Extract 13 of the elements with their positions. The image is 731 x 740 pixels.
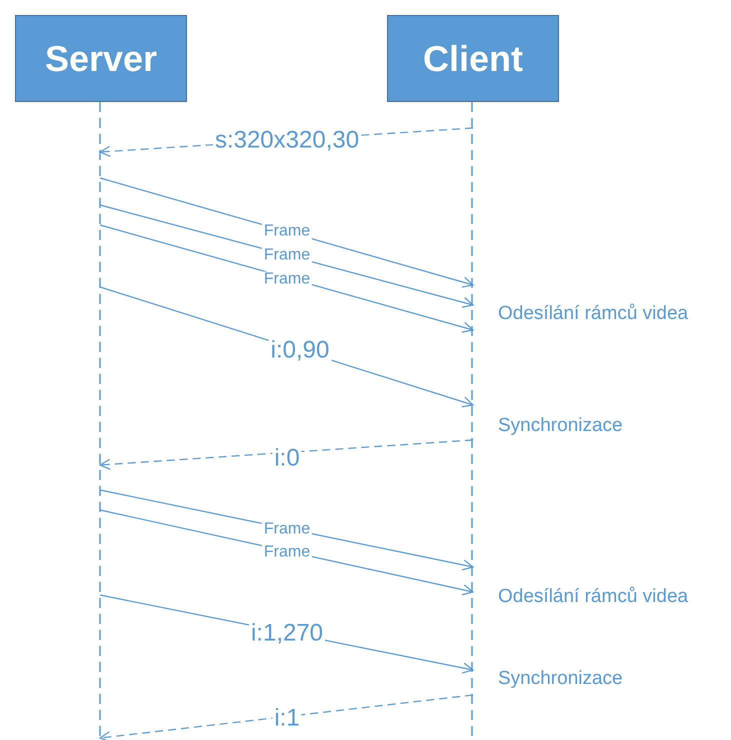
phase-note: Synchronizace <box>498 668 623 690</box>
edge-label: i:0,90 <box>268 337 332 363</box>
participant-box: Server <box>15 15 187 102</box>
message-arrow <box>99 694 474 740</box>
edge-label: Frame <box>262 224 312 240</box>
phase-note: Odesílání rámců videa <box>498 303 688 325</box>
message-arrow <box>99 439 474 470</box>
edge-label: Frame <box>262 272 312 288</box>
edge-label: i:1,270 <box>248 620 326 646</box>
participant-box: Client <box>387 15 559 102</box>
phase-note: Synchronizace <box>498 415 623 437</box>
phase-note: Odesílání rámců videa <box>498 586 688 608</box>
edge-label: Frame <box>262 248 312 264</box>
